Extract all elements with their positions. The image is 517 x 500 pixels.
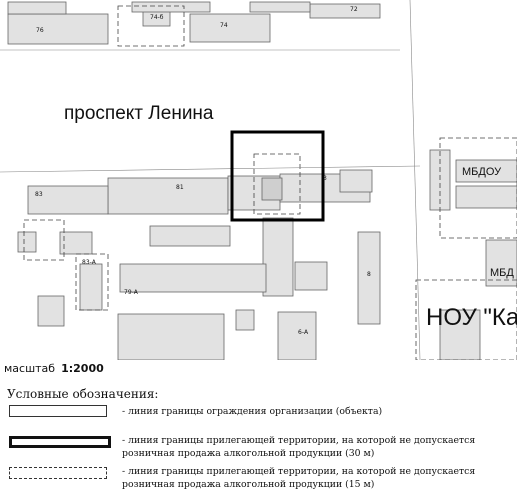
parcel-boundary bbox=[117, 5, 185, 47]
building bbox=[119, 263, 267, 293]
house-number: 81 bbox=[176, 184, 184, 191]
house-number: 83 bbox=[35, 191, 43, 198]
legend-text: - линия границы ограждения организации (… bbox=[122, 406, 383, 417]
street-label: проспект Ленина bbox=[64, 103, 214, 124]
house-number: 72 bbox=[350, 6, 358, 13]
building bbox=[357, 231, 381, 325]
building bbox=[261, 177, 283, 201]
building bbox=[107, 177, 229, 215]
building bbox=[249, 1, 311, 13]
legend-swatch-solid-thick bbox=[9, 436, 111, 448]
house-number: 83-А bbox=[82, 259, 96, 266]
kindergarten-label: МБДОУ bbox=[462, 166, 502, 178]
building bbox=[262, 217, 294, 297]
house-number: 74 bbox=[220, 22, 228, 29]
parcel-boundary bbox=[415, 279, 517, 360]
building bbox=[339, 169, 373, 193]
building bbox=[59, 231, 93, 255]
building bbox=[235, 309, 255, 331]
scale: масштаб 1:2000 bbox=[4, 362, 104, 375]
building bbox=[149, 225, 231, 247]
building bbox=[7, 1, 67, 15]
parcel-boundary bbox=[253, 153, 301, 215]
parcel-boundary bbox=[75, 253, 109, 311]
building bbox=[485, 239, 517, 287]
house-number: 74-б bbox=[150, 14, 164, 21]
legend-swatch-dashed bbox=[9, 467, 107, 479]
parcel-boundary bbox=[439, 137, 517, 239]
building bbox=[277, 311, 317, 360]
house-number: 79-А bbox=[124, 289, 138, 296]
parcel-boundary bbox=[23, 219, 65, 261]
building bbox=[455, 159, 517, 183]
legend-title: Условные обозначения: bbox=[7, 387, 159, 401]
building bbox=[79, 263, 103, 311]
kindergarten-label-2: МБД bbox=[490, 267, 514, 279]
legend-text: - линия границы прилегающей территории, … bbox=[122, 435, 476, 459]
building bbox=[27, 185, 109, 215]
building bbox=[189, 13, 271, 43]
scale-label: масштаб bbox=[4, 362, 56, 375]
building bbox=[37, 295, 65, 327]
map-drawing bbox=[0, 0, 517, 360]
house-number: 8 bbox=[367, 271, 371, 278]
building bbox=[309, 3, 381, 19]
legend-text: - линия границы прилегающей территории, … bbox=[122, 466, 476, 490]
building bbox=[131, 1, 211, 13]
building bbox=[455, 185, 517, 209]
territory-boundary-30m bbox=[230, 130, 325, 222]
building bbox=[17, 231, 37, 253]
scale-value: 1:2000 bbox=[61, 362, 104, 375]
house-number: 3 bbox=[323, 175, 327, 182]
building bbox=[439, 309, 481, 360]
house-number: 6-А bbox=[298, 329, 309, 336]
building bbox=[7, 13, 109, 45]
school-label: НОУ "Камелот bbox=[426, 304, 517, 331]
house-number: 76 bbox=[36, 27, 44, 34]
legend-swatch-solid-thin bbox=[9, 405, 107, 417]
building bbox=[117, 313, 225, 360]
map-area: проспект Ленина НОУ "Камелот МБДОУ МБД 7… bbox=[0, 0, 517, 360]
building bbox=[294, 261, 328, 291]
